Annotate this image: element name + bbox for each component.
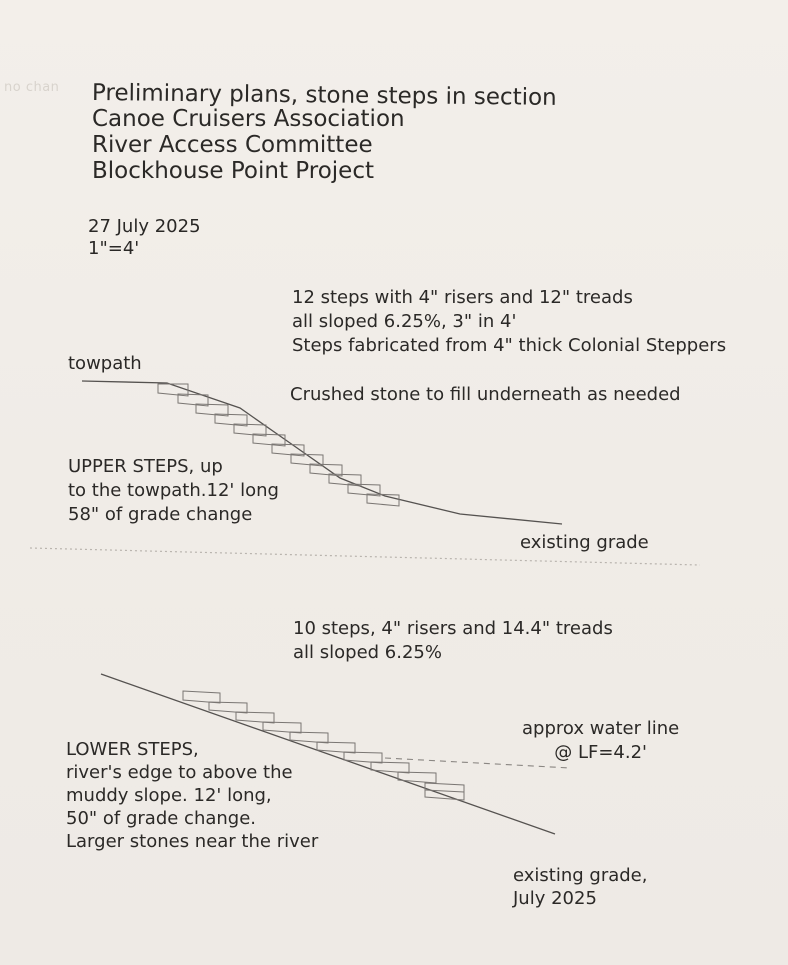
title-block: Preliminary plans, stone steps in sectio… (92, 80, 557, 184)
upper-description-line: UPPER STEPS, up (68, 456, 223, 477)
upper-spec-line: 12 steps with 4" risers and 12" treads (292, 287, 633, 308)
lower-spec-notes: 10 steps, 4" risers and 14.4" treads all… (293, 617, 613, 665)
towpath-label: towpath (68, 353, 142, 374)
lower-grade-line (100, 673, 556, 835)
lower-spec-line: 10 steps, 4" risers and 14.4" treads (293, 618, 613, 639)
lower-grade-line: existing grade, (513, 865, 648, 886)
lower-description-line: river's edge to above the (66, 762, 293, 783)
title-line-project: Blockhouse Point Project (92, 158, 374, 184)
lower-description-line: 50" of grade change. (66, 808, 257, 829)
fill-note: Crushed stone to fill underneath as need… (290, 384, 681, 405)
title-line-organization: Canoe Cruisers Association (92, 106, 405, 132)
upper-description-line: to the towpath.12' long (68, 480, 279, 501)
lower-spec-line: all sloped 6.25% (293, 642, 442, 663)
upper-grade-line (81, 380, 563, 525)
water-line-label: approx water line @ LF=4.2' (522, 717, 679, 765)
scale-label: 1"=4' (88, 238, 140, 259)
upper-description-line: 58" of grade change (68, 504, 253, 525)
title-line-committee: River Access Committee (92, 132, 373, 158)
upper-spec-line: all sloped 6.25%, 3" in 4' (292, 311, 517, 332)
lower-grade-line: July 2025 (513, 888, 597, 909)
water-line-line: approx water line (522, 718, 680, 739)
water-line-line: @ LF=4.2' (554, 742, 647, 763)
bleed-through-text: no chan (4, 80, 60, 95)
section-divider (29, 547, 701, 566)
upper-step-stones (157, 383, 400, 507)
lower-description-line: muddy slope. 12' long, (66, 785, 272, 806)
upper-spec-notes: 12 steps with 4" risers and 12" treads a… (292, 286, 726, 358)
lower-description-line: LOWER STEPS, (66, 739, 199, 760)
lower-description-line: Larger stones near the river (66, 831, 319, 852)
date-label: 27 July 2025 (88, 216, 201, 237)
lower-step-stones (182, 690, 465, 801)
date-scale-block: 27 July 2025 1"=4' (88, 216, 201, 260)
lower-grade-label: existing grade, July 2025 (513, 864, 647, 910)
upper-spec-line: Steps fabricated from 4" thick Colonial … (292, 335, 727, 356)
upper-description: UPPER STEPS, up to the towpath.12' long … (68, 455, 279, 527)
upper-grade-label: existing grade (520, 532, 649, 553)
lower-description: LOWER STEPS, river's edge to above the m… (66, 738, 318, 853)
water-line (384, 757, 571, 769)
